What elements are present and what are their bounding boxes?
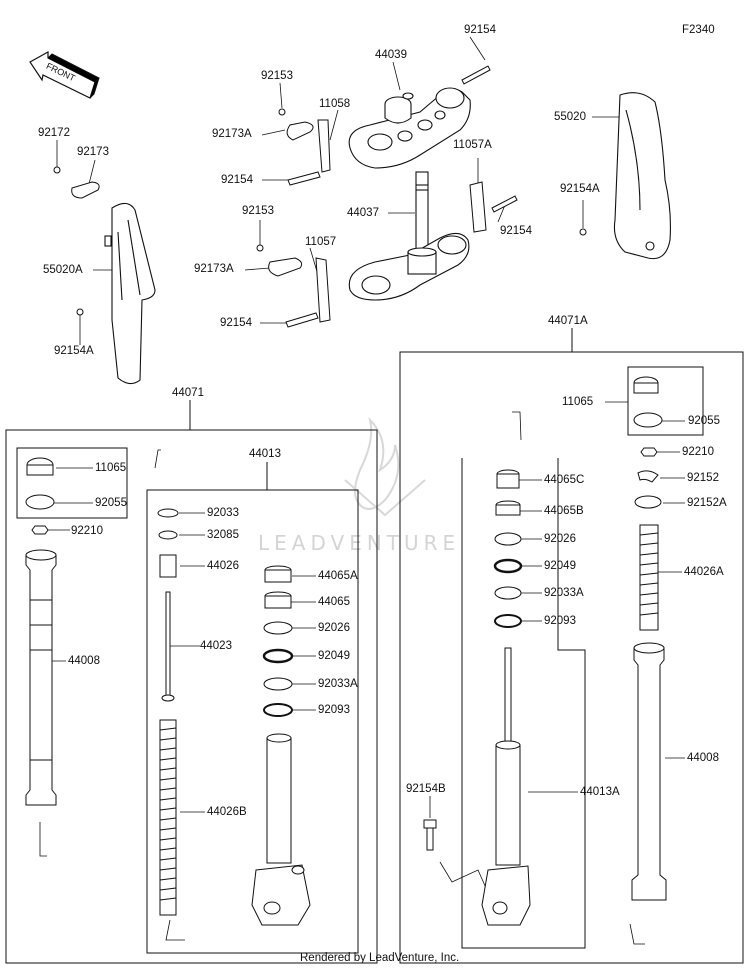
fork-guard-left [104, 202, 156, 385]
part-label-32085[interactable]: 32085 [207, 529, 239, 541]
inner-tube-right [481, 647, 531, 926]
part-label-92154[interactable]: 92154 [221, 174, 253, 186]
part-label-92173A[interactable]: 92173A [212, 128, 252, 140]
part-label-44039[interactable]: 44039 [375, 49, 407, 61]
front-arrow-icon [29, 50, 100, 99]
part-label-44026A[interactable]: 44026A [684, 566, 724, 578]
part-label-44065A[interactable]: 44065A [318, 570, 358, 582]
group-frame-44013 [146, 462, 359, 954]
part-label-92055[interactable]: 92055 [95, 497, 127, 509]
part-label-92173A[interactable]: 92173A [194, 263, 234, 275]
part-label-55020A[interactable]: 55020A [43, 264, 83, 276]
part-label-92033[interactable]: 92033 [207, 507, 239, 519]
part-label-92033A[interactable]: 92033A [318, 678, 358, 690]
part-label-44071[interactable]: 44071 [172, 387, 204, 399]
seal-stack-right [493, 469, 523, 628]
part-label-11065[interactable]: 11065 [95, 462, 127, 474]
group-frame-44013A [461, 458, 586, 949]
group-frame-44071A [399, 328, 744, 964]
left-fork-parts [25, 457, 57, 806]
part-label-92049[interactable]: 92049 [544, 560, 576, 572]
part-label-92055[interactable]: 92055 [688, 415, 720, 427]
part-label-11057[interactable]: 11057 [305, 236, 337, 248]
part-label-44008[interactable]: 44008 [687, 752, 719, 764]
part-label-44023[interactable]: 44023 [200, 640, 232, 652]
part-label-92026[interactable]: 92026 [318, 622, 350, 634]
part-label-92154B[interactable]: 92154B [406, 783, 446, 795]
part-label-11065[interactable]: 11065 [562, 396, 594, 408]
part-label-92033A[interactable]: 92033A [544, 587, 584, 599]
footer-credit: Rendered by LeadVenture, Inc. [300, 952, 460, 964]
fork-guard-right [613, 92, 671, 260]
part-label-92152[interactable]: 92152 [687, 472, 719, 484]
group-frame-11065-right [627, 366, 704, 436]
figure-code: F2340 [682, 24, 715, 36]
bolts [53, 65, 587, 851]
group-frame-11065-left [16, 447, 128, 519]
part-label-44037[interactable]: 44037 [347, 207, 379, 219]
part-label-92153[interactable]: 92153 [261, 70, 293, 82]
part-label-44065C[interactable]: 44065C [544, 474, 585, 486]
part-label-11057A[interactable]: 11057A [453, 139, 492, 151]
part-label-92093[interactable]: 92093 [544, 615, 576, 627]
part-label-44071A[interactable]: 44071A [548, 315, 588, 327]
part-label-92172[interactable]: 92172 [38, 127, 70, 139]
watermark-text: LEADVENTURE [258, 531, 461, 555]
seal-stack-left [262, 565, 294, 717]
group-frame-44071 [5, 400, 378, 964]
part-label-92210[interactable]: 92210 [682, 446, 714, 458]
part-label-92154A[interactable]: 92154A [54, 345, 94, 357]
part-label-92049[interactable]: 92049 [318, 650, 350, 662]
part-label-92210[interactable]: 92210 [71, 525, 103, 537]
part-label-44065[interactable]: 44065 [318, 596, 350, 608]
part-label-92152A[interactable]: 92152A [687, 497, 727, 509]
cut-marks [39, 411, 645, 945]
part-label-92153[interactable]: 92153 [242, 205, 274, 217]
part-label-92154[interactable]: 92154 [220, 317, 252, 329]
part-label-44013A[interactable]: 44013A [580, 786, 620, 798]
watermark-logo [344, 416, 426, 517]
inner-tube-left [251, 733, 311, 926]
part-label-11058[interactable]: 11058 [319, 98, 351, 110]
part-label-92093[interactable]: 92093 [318, 704, 350, 716]
upper-triple-clamp [348, 87, 471, 169]
part-label-92154[interactable]: 92154 [464, 24, 496, 36]
part-label-44013[interactable]: 44013 [249, 448, 281, 460]
part-label-92154A[interactable]: 92154A [560, 183, 600, 195]
part-label-92026[interactable]: 92026 [544, 533, 576, 545]
part-label-44026B[interactable]: 44026B [207, 806, 247, 818]
cable-clamps [71, 119, 487, 323]
part-label-44026[interactable]: 44026 [207, 560, 239, 572]
part-label-44065B[interactable]: 44065B [544, 505, 584, 517]
part-label-92173[interactable]: 92173 [77, 146, 109, 158]
damper-column-left [157, 508, 179, 916]
part-label-92154[interactable]: 92154 [500, 225, 532, 237]
part-label-44008[interactable]: 44008 [68, 655, 100, 667]
part-label-55020[interactable]: 55020 [554, 111, 586, 123]
right-fork-parts [631, 376, 667, 901]
steering-stem [348, 171, 470, 301]
